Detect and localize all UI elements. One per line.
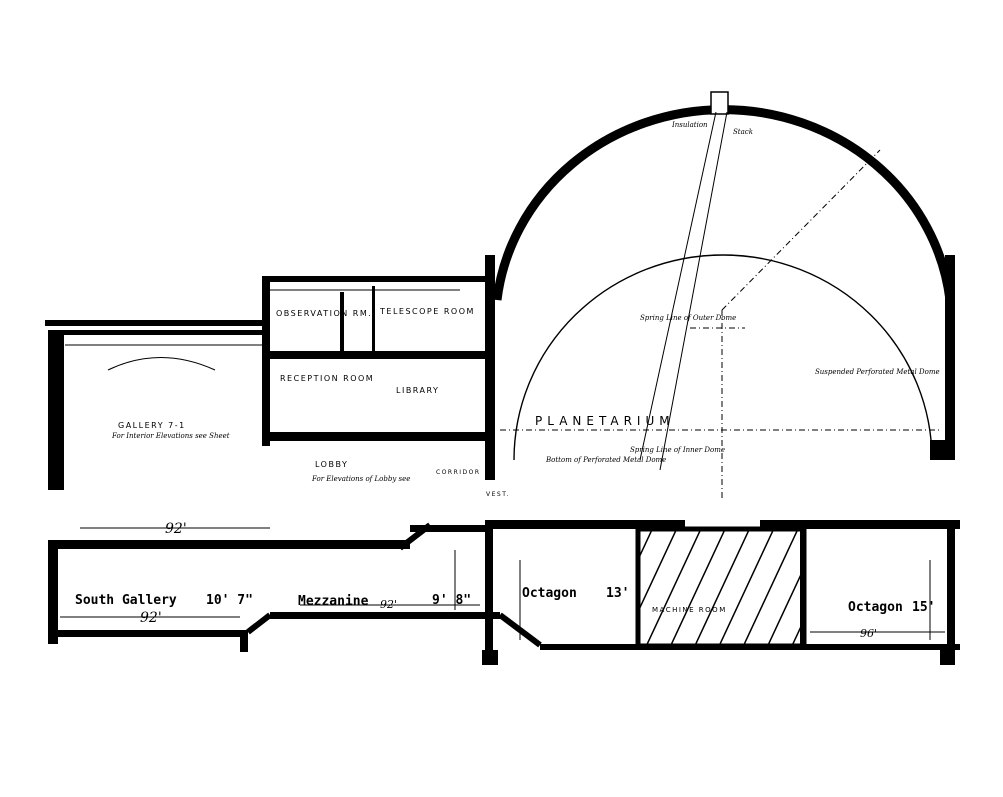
dome-wall-right bbox=[945, 255, 955, 460]
octagon-left-label: Octagon bbox=[522, 586, 577, 601]
corridor-label: CORRIDOR bbox=[436, 469, 481, 476]
springline-inner-note: Spring Line of Inner Dome bbox=[630, 446, 725, 454]
stack-note: Stack bbox=[733, 128, 753, 136]
south-gallery-width-dim: 92' bbox=[140, 610, 162, 626]
bottom-dome-note: Bottom of Perforated Metal Dome bbox=[545, 456, 666, 464]
outer-dome bbox=[492, 105, 955, 301]
observation-room-label: OBSERVATION RM. bbox=[276, 309, 372, 318]
mezzanine-height: 9' 8" bbox=[432, 593, 471, 608]
lobby-label: LOBBY bbox=[315, 460, 348, 469]
library-label: LIBRARY bbox=[396, 386, 439, 395]
octagon-right-width-dim: 96' bbox=[860, 627, 877, 640]
south-gallery-height: 10' 7" bbox=[206, 593, 253, 608]
gallery-width-dim: 92' bbox=[165, 521, 187, 537]
south-gallery-label: South Gallery bbox=[75, 593, 177, 608]
gallery-wall bbox=[48, 330, 64, 490]
springline-outer-note: Spring Line of Outer Dome bbox=[640, 314, 736, 322]
vestibule-label: VEST. bbox=[486, 491, 510, 498]
mezzanine-label: Mezzanine bbox=[298, 594, 369, 609]
octagon-right-label: Octagon bbox=[848, 600, 903, 615]
telescope-room-label: TELESCOPE ROOM bbox=[379, 307, 475, 316]
planetarium-label: PLANETARIUM bbox=[535, 414, 675, 428]
dome-wall-left bbox=[485, 255, 495, 480]
lobby-note: For Elevations of Lobby see bbox=[311, 475, 410, 483]
machine-room-label: MACHINE ROOM bbox=[652, 606, 727, 614]
mezzanine-width-dim: 92' bbox=[380, 598, 397, 611]
insulation-note: Insulation bbox=[671, 121, 708, 129]
gallery-label: GALLERY 7-1 bbox=[118, 421, 186, 430]
octagon-right-height: 15' bbox=[912, 600, 935, 615]
machine-room bbox=[635, 526, 807, 649]
octagon-left-height: 13' bbox=[606, 586, 629, 601]
reception-room-label: RECEPTION ROOM bbox=[280, 374, 374, 383]
dome-stack-vent bbox=[710, 91, 729, 115]
suspended-dome-note: Suspended Perforated Metal Dome bbox=[815, 368, 940, 376]
gallery-note: For Interior Elevations see Sheet bbox=[111, 432, 230, 440]
inner-dome bbox=[513, 254, 933, 461]
